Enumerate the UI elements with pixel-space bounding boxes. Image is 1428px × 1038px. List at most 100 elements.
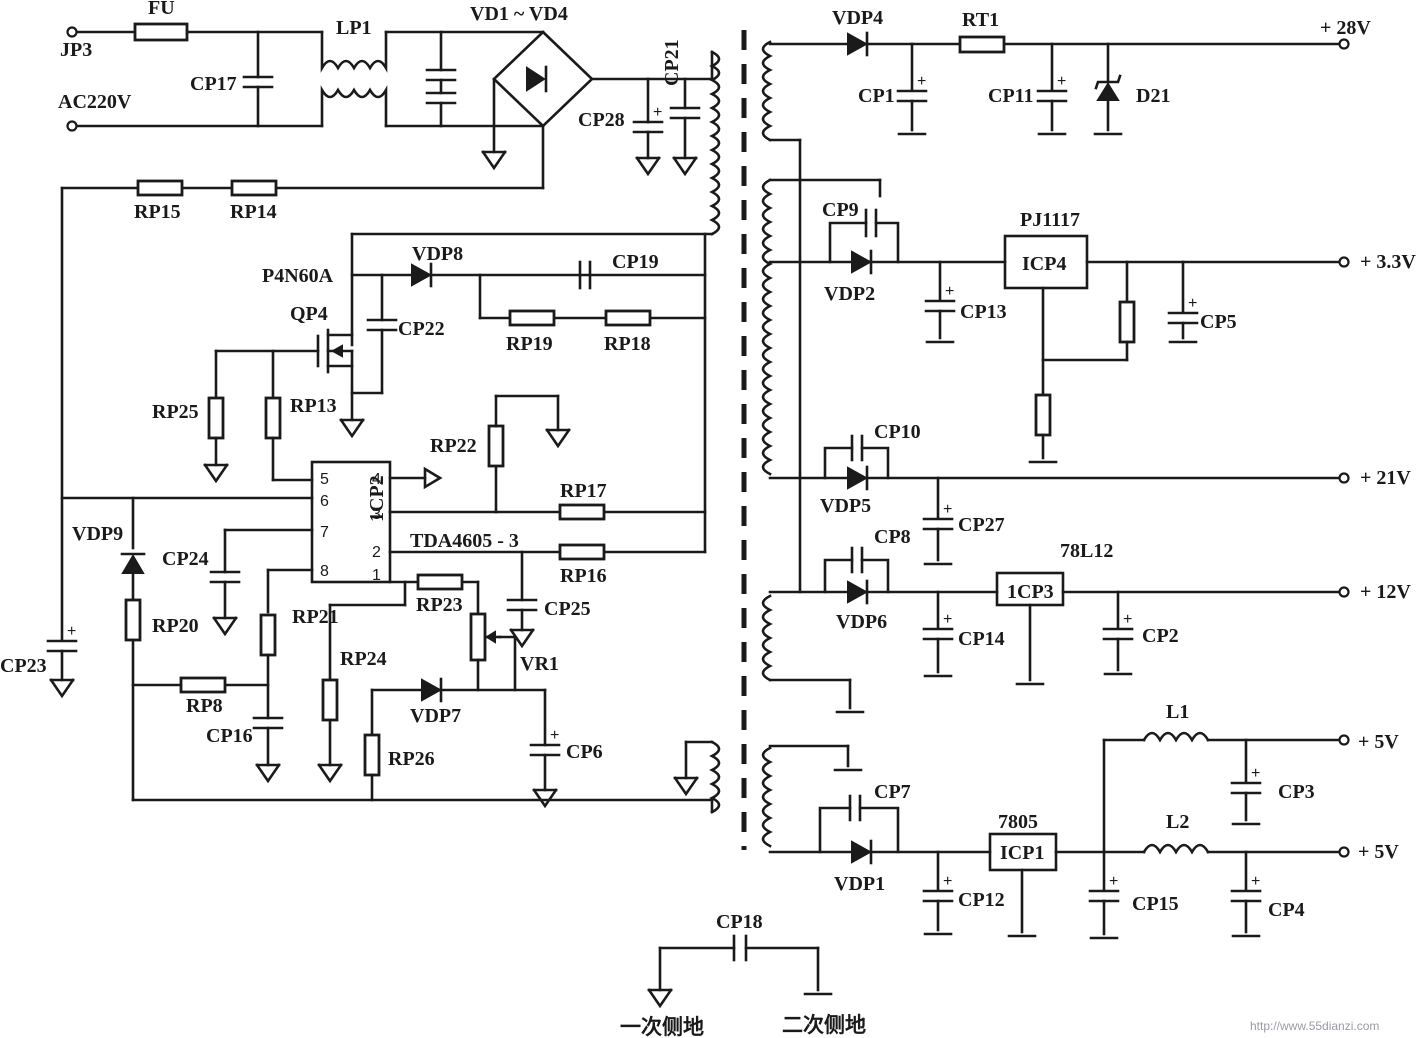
label-vdp1: VDP1 [834, 873, 885, 895]
pin-4: 4 [372, 471, 381, 488]
label-cp25: CP25 [544, 598, 591, 620]
label-vdp7: VDP7 [410, 705, 461, 727]
label-cp16: CP16 [206, 725, 253, 747]
label-cp22: CP22 [398, 318, 445, 340]
label-cp6: CP6 [566, 741, 603, 763]
pin-1: 1 [372, 567, 381, 584]
secondary-5v [761, 731, 1350, 940]
label-l2: L2 [1166, 811, 1189, 833]
label-cp24: CP24 [162, 548, 209, 570]
label-rp17: RP17 [560, 480, 607, 502]
label-icp3: 1CP3 [1007, 581, 1054, 603]
label-rp14: RP14 [230, 201, 277, 223]
label-fu: FU [148, 0, 175, 19]
label-cp15: CP15 [1132, 893, 1179, 915]
secondary-3v3-21v [761, 178, 1350, 566]
pin-8: 8 [320, 563, 329, 580]
label-l1: L1 [1166, 701, 1189, 723]
label-rp8: RP8 [186, 695, 223, 717]
label-rp19: RP19 [506, 333, 553, 355]
label-vdp4: VDP4 [832, 7, 883, 29]
label-cp7: CP7 [874, 781, 911, 803]
label-cp10: CP10 [874, 421, 921, 443]
label-vdp5: VDP5 [820, 495, 871, 517]
pin-2: 2 [372, 544, 381, 561]
label-icp4: ICP4 [1022, 253, 1066, 275]
label-vdp8: VDP8 [412, 243, 463, 265]
label-vdp6: VDP6 [836, 611, 887, 633]
label-cp17: CP17 [190, 73, 237, 95]
label-rt1: RT1 [962, 9, 999, 31]
label-rp24: RP24 [340, 648, 387, 670]
label-cp14: CP14 [958, 628, 1005, 650]
pin-5: 5 [320, 471, 329, 488]
ac-input-section [66, 22, 714, 190]
label-rp22: RP22 [430, 435, 477, 457]
label-jp3: JP3 [60, 39, 92, 61]
label-28v: + 28V [1320, 17, 1371, 39]
secondary-28v [761, 31, 1350, 594]
label-cp28: CP28 [578, 109, 625, 131]
label-78l12: 78L12 [1060, 540, 1113, 562]
pin-6: 6 [320, 493, 329, 510]
label-cp9: CP9 [822, 199, 859, 221]
label-cp21: CP21 [661, 39, 683, 86]
label-rp15: RP15 [134, 201, 181, 223]
label-rp25: RP25 [152, 401, 199, 423]
label-lp1: LP1 [336, 17, 372, 39]
label-p4n60a: P4N60A [262, 265, 334, 287]
label-rp16: RP16 [560, 565, 607, 587]
label-secondary-ground: 二次侧地 [782, 1013, 866, 1037]
pin-7: 7 [320, 524, 329, 541]
label-tda4605: TDA4605 - 3 [410, 530, 519, 552]
secondary-12v [761, 546, 1350, 714]
label-vr1: VR1 [520, 653, 559, 675]
label-21v: + 21V [1360, 467, 1411, 489]
label-rp23: RP23 [416, 594, 463, 616]
label-rp13: RP13 [290, 395, 337, 417]
label-5v-a: + 5V [1358, 731, 1399, 753]
pin-3: 3 [372, 506, 381, 523]
label-7805: 7805 [998, 811, 1038, 833]
label-primary-ground: 一次侧地 [620, 1015, 704, 1038]
label-pj1117: PJ1117 [1020, 209, 1080, 231]
label-rp21: RP21 [292, 606, 339, 628]
label-12v: + 12V [1360, 581, 1411, 603]
ic-pin-numbers: 5 6 7 8 4 3 2 1 [320, 471, 381, 584]
label-rp18: RP18 [604, 333, 651, 355]
label-5v-b: + 5V [1358, 841, 1399, 863]
label-rp26: RP26 [388, 748, 435, 770]
label-cp3: CP3 [1278, 781, 1315, 803]
label-cp18: CP18 [716, 911, 763, 933]
label-3v3: + 3.3V [1360, 251, 1416, 273]
label-cp12: CP12 [958, 889, 1005, 911]
transformer-primary-winding [350, 30, 747, 850]
switching-section [46, 179, 707, 698]
label-ac220v: AC220V [58, 91, 132, 113]
label-cp11: CP11 [988, 85, 1034, 107]
label-icp2: 1CP2 [366, 475, 388, 522]
ground-icon [481, 150, 507, 170]
label-cp19: CP19 [612, 251, 659, 273]
label-d21: D21 [1136, 85, 1170, 107]
watermark-text: http://www.55dianzi.com [1250, 1019, 1379, 1033]
label-cp27: CP27 [958, 514, 1005, 536]
label-vdp9: VDP9 [72, 523, 123, 545]
label-cp5: CP5 [1200, 311, 1237, 333]
label-rp20: RP20 [152, 615, 199, 637]
label-cp2: CP2 [1142, 625, 1179, 647]
fuse-fu [133, 22, 189, 42]
label-icp1: ICP1 [1000, 842, 1044, 864]
ground-coupling [647, 934, 833, 1008]
ic-tda4605 [60, 394, 714, 808]
label-cp4: CP4 [1268, 899, 1305, 921]
label-cp8: CP8 [874, 526, 911, 548]
label-vd1-vd4: VD1 ~ VD4 [470, 3, 568, 25]
label-cp13: CP13 [960, 301, 1007, 323]
label-qp4: QP4 [290, 303, 328, 325]
label-vdp2: VDP2 [824, 283, 875, 305]
label-cp23: CP23 [0, 655, 47, 677]
label-cp1: CP1 [858, 85, 895, 107]
